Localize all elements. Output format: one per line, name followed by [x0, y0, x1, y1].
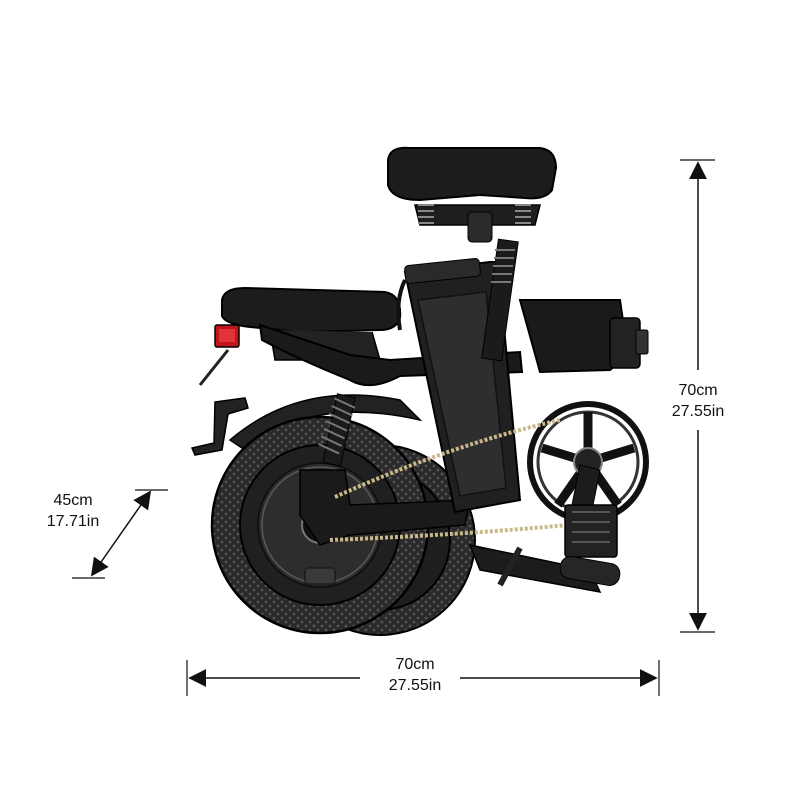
- seat-assembly: [387, 146, 558, 362]
- width-label: 45cm 17.71in: [28, 490, 118, 532]
- swing-arm: [299, 469, 471, 546]
- folded-ebike-drawing: [190, 146, 649, 636]
- height-metric: 70cm: [678, 382, 718, 399]
- width-dimension: [72, 489, 168, 579]
- height-imperial: 27.55in: [671, 403, 725, 420]
- height-dimension: [680, 159, 715, 633]
- width-imperial: 17.71in: [46, 513, 100, 530]
- height-label: 70cm 27.55in: [658, 380, 738, 422]
- length-metric: 70cm: [395, 656, 435, 673]
- handlebar-grip: [468, 543, 621, 593]
- length-imperial: 27.55in: [388, 677, 442, 694]
- width-metric: 45cm: [53, 492, 93, 509]
- rear-shock: [318, 393, 356, 467]
- rear-seat: [221, 286, 402, 334]
- length-label: 70cm 27.55in: [370, 654, 460, 696]
- length-dimension: [186, 660, 660, 696]
- pedal: [564, 504, 618, 558]
- saddle: [387, 146, 558, 202]
- rear-rack: [190, 397, 249, 456]
- chain: [329, 418, 569, 542]
